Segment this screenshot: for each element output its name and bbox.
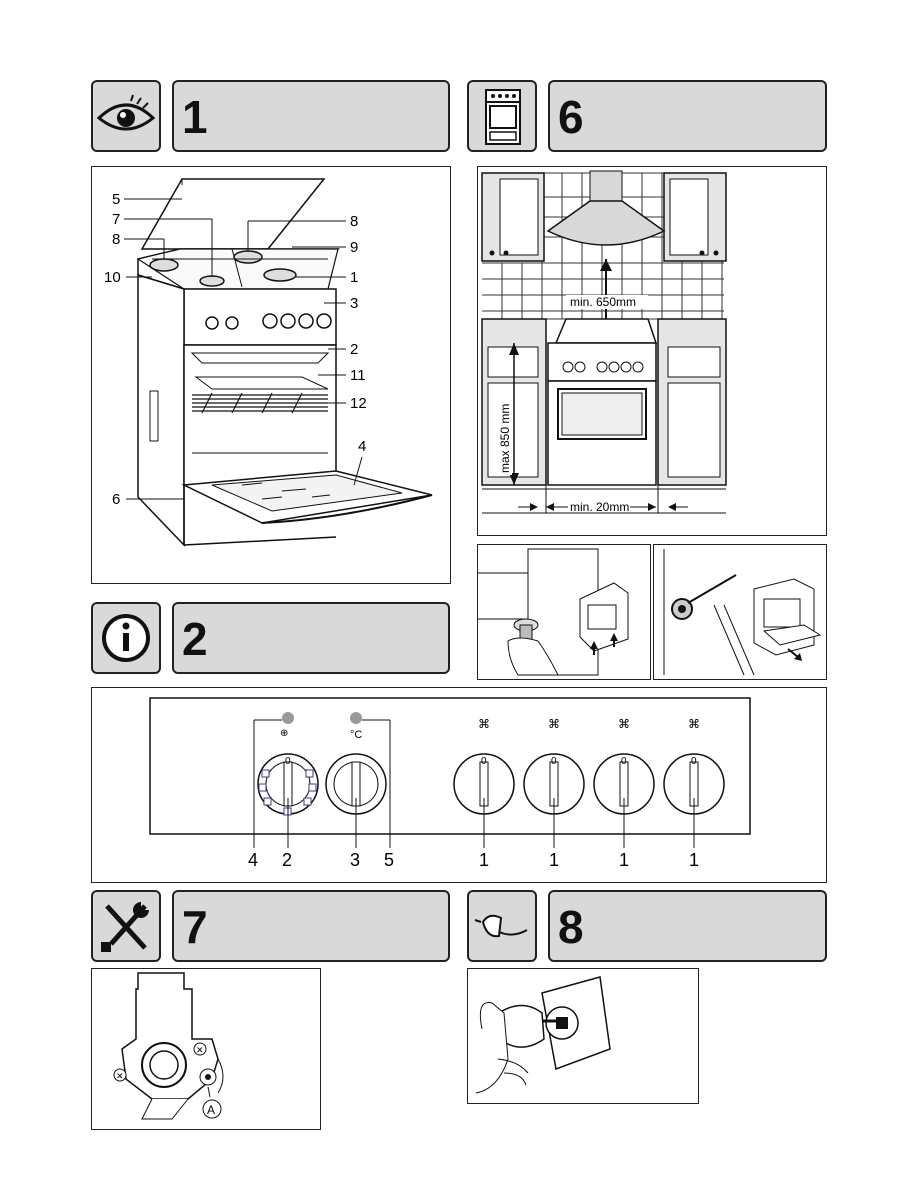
callout-2: 2 (350, 341, 358, 358)
plug-panel (467, 968, 699, 1104)
info-icon (102, 614, 150, 662)
callout-1: 1 (549, 850, 559, 870)
svg-text:0: 0 (551, 756, 557, 767)
section-7-icon-box (91, 890, 161, 962)
callout-11: 11 (350, 367, 366, 384)
cooker-diagram-panel: 5 7 8 8 9 10 1 3 2 11 12 4 6 (91, 166, 451, 584)
drawer-panel (653, 544, 827, 680)
plug-icon (474, 914, 528, 938)
callout-6: 6 (112, 491, 120, 508)
callout-5: 5 (112, 191, 120, 208)
burner-knob[interactable]: 0⌘ (523, 717, 585, 815)
section-6-icon-box (467, 80, 537, 152)
control-panel-diagram: ⊕ °C 0 0⌘ 0⌘ 0⌘ (149, 697, 751, 870)
callout-4: 4 (358, 438, 366, 455)
min-hood-label: min. 650mm (570, 295, 636, 309)
svg-text:⌘: ⌘ (688, 717, 700, 731)
svg-text:✕: ✕ (196, 1045, 204, 1055)
section-1-title-box: 1 (172, 80, 450, 152)
svg-text:⌘: ⌘ (618, 717, 630, 731)
callout-10: 10 (104, 269, 121, 286)
callout-7: 7 (112, 211, 120, 228)
callout-9: 9 (350, 239, 358, 256)
section-number: 8 (558, 901, 584, 953)
callout-1: 1 (479, 850, 489, 870)
section-8-icon-box (467, 890, 537, 962)
installation-panel: min. 650mm max 850 mm min. (477, 166, 827, 536)
callout-2: 2 (282, 850, 292, 870)
eye-icon (96, 94, 156, 131)
section-6-title-box: 6 (548, 80, 827, 152)
tools-icon (101, 902, 149, 952)
section-number: 2 (182, 613, 208, 665)
section-number: 6 (558, 91, 584, 143)
section-2-title-box: 2 (172, 602, 450, 674)
indicator-lamp (282, 712, 294, 724)
section-number: 1 (182, 91, 208, 143)
temp-unit: °C (350, 729, 362, 741)
svg-text:✕: ✕ (116, 1071, 124, 1081)
callout-8b: 8 (350, 213, 358, 230)
callout-12: 12 (350, 395, 367, 412)
svg-text:0: 0 (285, 756, 291, 767)
drawer-illustration (663, 549, 822, 676)
burner-knob[interactable]: 0⌘ (453, 717, 515, 815)
callout-5: 5 (384, 850, 394, 870)
callout-1: 1 (689, 850, 699, 870)
callout-3: 3 (350, 850, 360, 870)
valve-illustration: ✕ ✕ A (113, 972, 224, 1120)
burner-knob[interactable]: 0⌘ (593, 717, 655, 815)
feet-adjust-illustration (478, 548, 629, 676)
section-8-title-box: 8 (548, 890, 827, 962)
svg-text:⌘: ⌘ (548, 717, 560, 731)
feet-adjust-panel (477, 544, 651, 680)
valve-label-a: A (207, 1103, 215, 1117)
plug-illustration (475, 976, 611, 1094)
svg-text:0: 0 (621, 756, 627, 767)
section-1-icon-box (91, 80, 161, 152)
svg-text:⊕: ⊕ (280, 728, 288, 739)
svg-text:0: 0 (481, 756, 487, 767)
valve-panel: ✕ ✕ A (91, 968, 321, 1130)
oven-function-knob[interactable]: 0 (257, 753, 319, 816)
cooker-diagram: 5 7 8 8 9 10 1 3 2 11 12 4 6 (104, 178, 433, 547)
callout-8a: 8 (112, 231, 120, 248)
callout-1: 1 (350, 269, 358, 286)
svg-text:⌘: ⌘ (478, 717, 490, 731)
section-number: 7 (182, 901, 208, 953)
max-height-label: max 850 mm (498, 404, 512, 473)
callout-3: 3 (350, 295, 358, 312)
callout-1: 1 (619, 850, 629, 870)
section-7-title-box: 7 (172, 890, 450, 962)
section-2-icon-box (91, 602, 161, 674)
callout-4: 4 (248, 850, 258, 870)
cooker-icon (485, 89, 521, 145)
indicator-lamp (350, 712, 362, 724)
svg-text:0: 0 (691, 756, 697, 767)
installation-diagram: min. 650mm max 850 mm min. (481, 170, 727, 514)
min-gap-label: min. 20mm (570, 500, 629, 514)
control-panel-frame: ⊕ °C 0 0⌘ 0⌘ 0⌘ (91, 687, 827, 883)
